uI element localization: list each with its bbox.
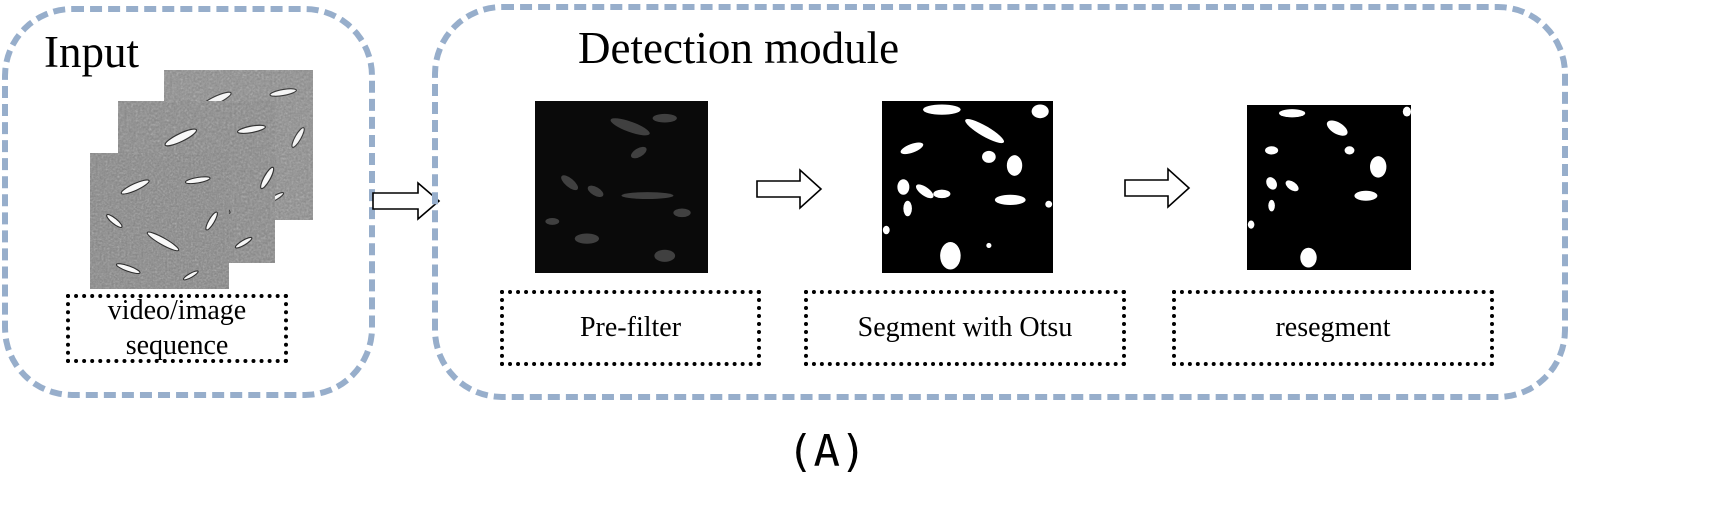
otsu-label-box: Segment with Otsu <box>804 290 1126 366</box>
prefilter-label: Pre-filter <box>579 311 682 343</box>
detection-title: Detection module <box>578 23 900 73</box>
input-label-box: video/image sequence <box>66 294 288 363</box>
arrow-right-icon <box>756 168 823 210</box>
detection-group-box <box>432 4 1568 400</box>
resegment-label: resegment <box>1275 311 1391 343</box>
prefilter-image <box>535 101 708 273</box>
input-frame-front <box>90 153 229 289</box>
input-label-line1: video/image <box>107 295 247 327</box>
otsu-label: Segment with Otsu <box>857 311 1073 343</box>
input-label-line2: sequence <box>125 329 229 361</box>
resegment-image <box>1247 105 1411 270</box>
input-title: Input <box>44 27 139 77</box>
otsu-segmentation-image <box>882 101 1053 273</box>
arrow-right-icon <box>1124 167 1191 209</box>
prefilter-label-box: Pre-filter <box>500 290 761 366</box>
arrow-right-icon <box>372 181 441 221</box>
input-group-box <box>2 6 375 398</box>
resegment-label-box: resegment <box>1172 290 1494 366</box>
figure-caption: (A) <box>787 426 867 477</box>
